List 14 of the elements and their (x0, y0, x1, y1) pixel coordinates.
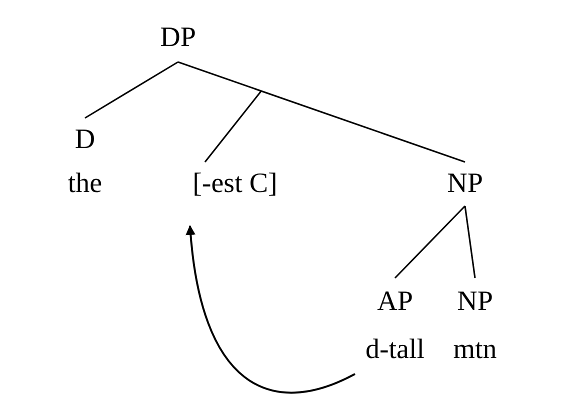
tree-branch (394, 205, 466, 279)
category-label: AP (377, 285, 413, 319)
word-label: the (68, 167, 102, 201)
category-label: NP (447, 167, 483, 201)
word-label: mtn (453, 333, 497, 367)
category-label: NP (457, 285, 493, 319)
movement-arrow (186, 225, 356, 394)
tree-branch (178, 61, 466, 163)
category-label: DP (160, 21, 196, 55)
tree-branch (464, 206, 476, 278)
tree-branch (84, 61, 178, 119)
category-label: [-est C] (192, 167, 278, 201)
category-label: D (74, 123, 96, 157)
word-label: d-tall (365, 333, 425, 367)
